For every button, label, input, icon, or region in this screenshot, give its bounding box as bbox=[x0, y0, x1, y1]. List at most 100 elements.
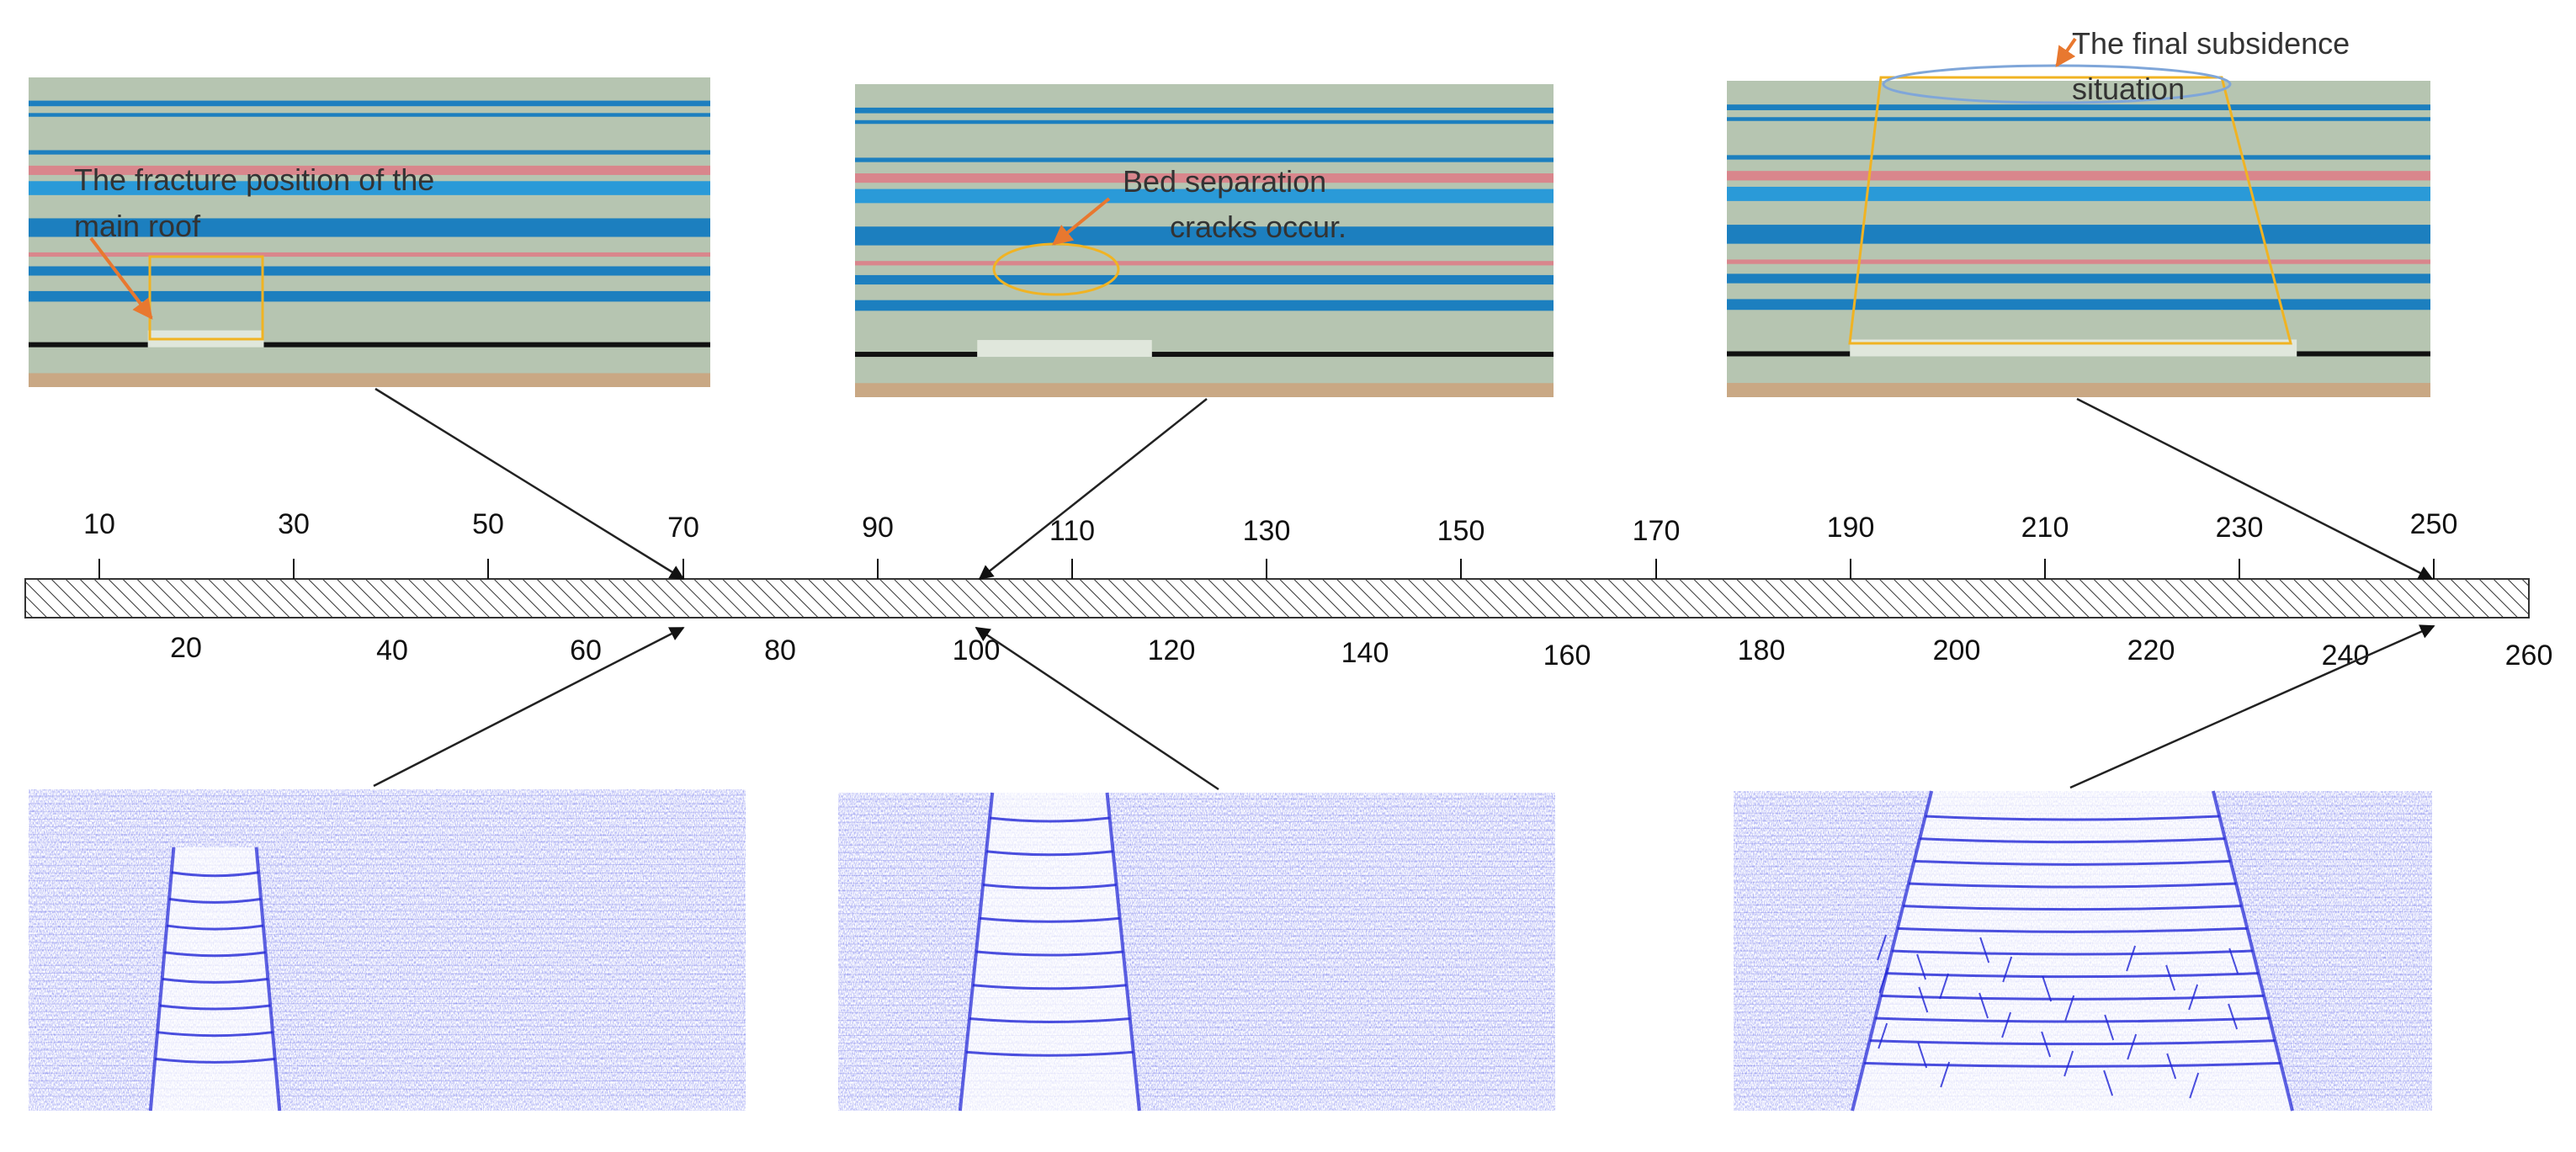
timeline-lower-tick-label: 140 bbox=[1341, 637, 1389, 669]
rock-stratum bbox=[29, 113, 710, 117]
fracture-streak bbox=[837, 1043, 1556, 1045]
crack-field-panels bbox=[28, 789, 2433, 1112]
rock-stratum bbox=[29, 150, 710, 155]
timeline-lower-tick-label: 200 bbox=[1933, 634, 1981, 666]
fracture-streak bbox=[28, 995, 746, 998]
rock-stratum bbox=[855, 300, 1554, 311]
annotation-text: cracks occur. bbox=[1170, 210, 1346, 244]
vertical-crack bbox=[1978, 992, 1989, 1019]
connector-arrow bbox=[2069, 624, 2435, 789]
separation-crack bbox=[168, 897, 262, 904]
fracture-streak bbox=[837, 928, 1556, 931]
connector-arrow bbox=[978, 398, 1208, 581]
crack-field-panel bbox=[837, 792, 1556, 1112]
annotation-text: Bed separation bbox=[1123, 164, 1326, 199]
opening-zone bbox=[150, 847, 280, 1111]
vertical-crack bbox=[2188, 984, 2199, 1011]
boundary-fracture bbox=[958, 792, 995, 1112]
separation-crack bbox=[969, 1017, 1130, 1023]
timeline-upper-tick-label: 210 bbox=[2021, 512, 2069, 544]
fracture-streak bbox=[837, 1088, 1556, 1091]
crack-field-panel bbox=[28, 789, 746, 1112]
rock-stratum bbox=[855, 188, 1554, 204]
annotation-text: The fracture position of the bbox=[74, 162, 434, 197]
timeline-upper-tick-label: 170 bbox=[1633, 515, 1681, 547]
coal-seam-left bbox=[1727, 351, 1851, 357]
vertical-crack bbox=[2165, 964, 2176, 991]
separation-crack bbox=[985, 850, 1113, 857]
fracture-streak bbox=[28, 887, 746, 889]
separation-crack bbox=[1920, 837, 2225, 844]
connector-arrow bbox=[374, 387, 685, 581]
fracture-streak bbox=[837, 1049, 1556, 1052]
timeline-lower-tick-label: 220 bbox=[2127, 634, 2175, 666]
fracture-streak bbox=[837, 1027, 1556, 1028]
separation-crack bbox=[155, 1057, 275, 1064]
fracture-streak bbox=[28, 794, 746, 797]
fracture-streak bbox=[837, 912, 1556, 915]
floor-layer bbox=[29, 373, 710, 387]
rock-stratum bbox=[1727, 273, 2430, 284]
fracture-streak bbox=[837, 974, 1556, 976]
connectors bbox=[373, 387, 2435, 791]
separation-crack bbox=[972, 984, 1127, 990]
timeline-lower-tick-label: 20 bbox=[170, 632, 202, 664]
rock-stratum bbox=[1727, 155, 2430, 160]
coal-seam-right bbox=[263, 342, 710, 348]
separation-crack bbox=[1892, 949, 2253, 956]
separation-crack bbox=[1897, 926, 2248, 933]
vertical-crack bbox=[2126, 945, 2137, 972]
vertical-crack bbox=[2104, 1014, 2115, 1041]
vertical-crack bbox=[2189, 1072, 2200, 1099]
separation-crack bbox=[1914, 859, 2231, 866]
floor-layer bbox=[855, 383, 1554, 397]
connector-arrow bbox=[975, 626, 1219, 791]
timeline-lower-tick-label: 160 bbox=[1543, 640, 1591, 672]
timeline-upper-tick-label: 230 bbox=[2216, 512, 2264, 544]
separation-crack bbox=[1925, 815, 2220, 821]
timeline-lower-tick-label: 180 bbox=[1738, 634, 1786, 666]
fracture-streak bbox=[28, 1088, 746, 1091]
separation-crack bbox=[982, 884, 1117, 889]
separation-crack bbox=[965, 1050, 1134, 1057]
fracture-streak bbox=[837, 996, 1556, 999]
fracture-streak bbox=[837, 859, 1556, 862]
fracture-streak bbox=[28, 810, 746, 813]
fracture-streak bbox=[837, 951, 1556, 953]
vertical-crack bbox=[1917, 1042, 1928, 1069]
vertical-crack bbox=[2228, 1003, 2239, 1030]
rock-stratum bbox=[1727, 225, 2430, 244]
vertical-crack bbox=[2103, 1070, 2114, 1096]
separation-crack bbox=[164, 951, 266, 958]
fracture-streak bbox=[837, 1003, 1556, 1006]
connector-arrow bbox=[373, 626, 685, 788]
timeline-lower-tick-label: 260 bbox=[2505, 640, 2553, 672]
fracture-streak bbox=[28, 817, 746, 820]
rock-stratum bbox=[855, 107, 1554, 114]
timeline-lower-tick-label: 60 bbox=[570, 634, 602, 666]
coal-seam-left bbox=[29, 342, 148, 348]
rock-stratum bbox=[29, 266, 710, 276]
rock-stratum bbox=[29, 181, 710, 195]
crack-field-panel bbox=[1733, 790, 2433, 1112]
rock-stratum bbox=[855, 173, 1554, 183]
subsidence-trapezoid bbox=[1848, 76, 2292, 345]
timeline-upper-tick-label: 10 bbox=[83, 508, 115, 540]
boundary-fracture bbox=[148, 847, 176, 1112]
vertical-crack bbox=[2001, 1011, 2012, 1038]
opening-zone bbox=[959, 793, 1139, 1111]
fracture-streak bbox=[837, 889, 1556, 892]
connector-arrow bbox=[2076, 397, 2434, 581]
rock-stratum bbox=[29, 165, 710, 175]
fracture-streak bbox=[28, 956, 746, 958]
goaf-zone bbox=[1850, 339, 2297, 357]
vertical-crack bbox=[2063, 1050, 2074, 1077]
fracture-streak bbox=[28, 910, 746, 912]
rock-stratum bbox=[29, 218, 710, 237]
boundary-fracture bbox=[1105, 792, 1141, 1112]
boundary-fracture bbox=[1851, 790, 1934, 1112]
fracture-streak bbox=[837, 1019, 1556, 1022]
physical-model-panel bbox=[855, 84, 1554, 397]
